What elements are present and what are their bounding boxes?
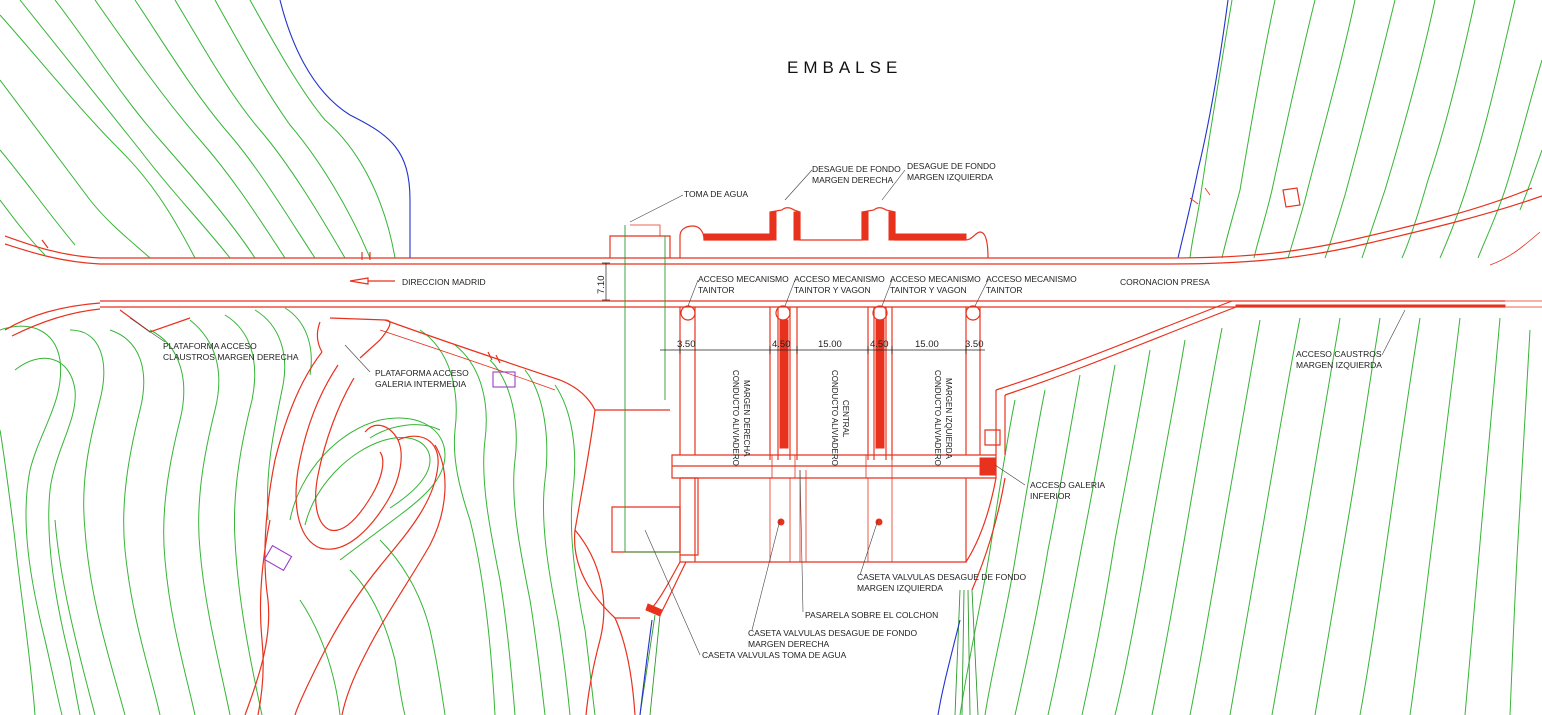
label-conducto-md-a: CONDUCTO ALIVIADERO xyxy=(731,370,740,466)
dim-d2: 4.50 xyxy=(772,339,791,350)
label-caseta-toma: CASETA VALVULAS TOMA DE AGUA xyxy=(702,650,847,660)
dim-d6: 3.50 xyxy=(965,339,984,350)
label-toma-agua: TOMA DE AGUA xyxy=(684,189,748,199)
label-plat-claustros-md-a: PLATAFORMA ACCESO xyxy=(163,341,257,351)
label-acc-galeria-inf-b: INFERIOR xyxy=(1030,491,1071,501)
marker-box-1 xyxy=(492,371,516,388)
label-plat-claustros-md-b: CLAUSTROS MARGEN DERECHA xyxy=(163,352,299,362)
water-intake-pipe xyxy=(624,224,680,553)
dam-structure xyxy=(4,187,1542,715)
label-acc-tv-2b: TAINTOR Y VAGON xyxy=(890,285,967,295)
label-desague-md-1: DESAGUE DE FONDO xyxy=(812,164,901,174)
label-conducto-md-b: MARGEN DERECHA xyxy=(742,380,751,457)
label-plat-galeria-a: PLATAFORMA ACCESO xyxy=(375,368,469,378)
label-acc-claustros-mi-a: ACCESO CAUSTROS xyxy=(1296,349,1382,359)
label-conducto-mi-b: MARGEN IZQUIERDA xyxy=(944,378,953,460)
reservoir-title: EMBALSE xyxy=(787,58,902,77)
label-plat-galeria-b: GALERIA INTERMEDIA xyxy=(375,379,466,389)
dim-crest-width: 7.10 xyxy=(596,276,607,295)
label-pasarela: PASARELA SOBRE EL COLCHON xyxy=(805,610,938,620)
label-caseta-mi-a: CASETA VALVULAS DESAGUE DE FONDO xyxy=(857,572,1026,582)
label-acc-taintor-2b: TAINTOR xyxy=(986,285,1023,295)
dim-d4: 4.50 xyxy=(870,339,889,350)
river-lines xyxy=(279,0,1229,715)
label-acc-claustros-mi-b: MARGEN IZQUIERDA xyxy=(1296,360,1382,370)
label-conducto-c-a: CONDUCTO ALIVIADERO xyxy=(830,370,839,466)
label-desague-mi-2: MARGEN IZQUIERDA xyxy=(907,172,993,182)
direction-label: DIRECCION MADRID xyxy=(402,277,486,287)
label-desague-mi-1: DESAGUE DE FONDO xyxy=(907,161,996,171)
marker-box-2 xyxy=(263,544,293,572)
crest-label: CORONACION PRESA xyxy=(1120,277,1210,287)
dim-d5: 15.00 xyxy=(915,339,939,350)
label-caseta-md-a: CASETA VALVULAS DESAGUE DE FONDO xyxy=(748,628,917,638)
label-conducto-c-b: CENTRAL xyxy=(841,400,850,438)
label-acc-taintor-1a: ACCESO MECANISMO xyxy=(698,274,789,284)
dimension-lines xyxy=(349,262,985,354)
label-acc-taintor-1b: TAINTOR xyxy=(698,285,735,295)
label-caseta-mi-b: MARGEN IZQUIERDA xyxy=(857,583,943,593)
dim-d1: 3.50 xyxy=(677,339,696,350)
label-acc-taintor-2a: ACCESO MECANISMO xyxy=(986,274,1077,284)
label-acc-galeria-inf-a: ACCESO GALERIA xyxy=(1030,480,1105,490)
label-acc-tv-1a: ACCESO MECANISMO xyxy=(794,274,885,284)
label-acc-tv-2a: ACCESO MECANISMO xyxy=(890,274,981,284)
dim-d3: 15.00 xyxy=(818,339,842,350)
label-conducto-mi-a: CONDUCTO ALIVIADERO xyxy=(933,370,942,466)
label-desague-md-2: MARGEN DERECHA xyxy=(812,175,894,185)
label-acc-tv-1b: TAINTOR Y VAGON xyxy=(794,285,871,295)
label-caseta-md-b: MARGEN DERECHA xyxy=(748,639,830,649)
leader-lines xyxy=(129,169,1406,656)
